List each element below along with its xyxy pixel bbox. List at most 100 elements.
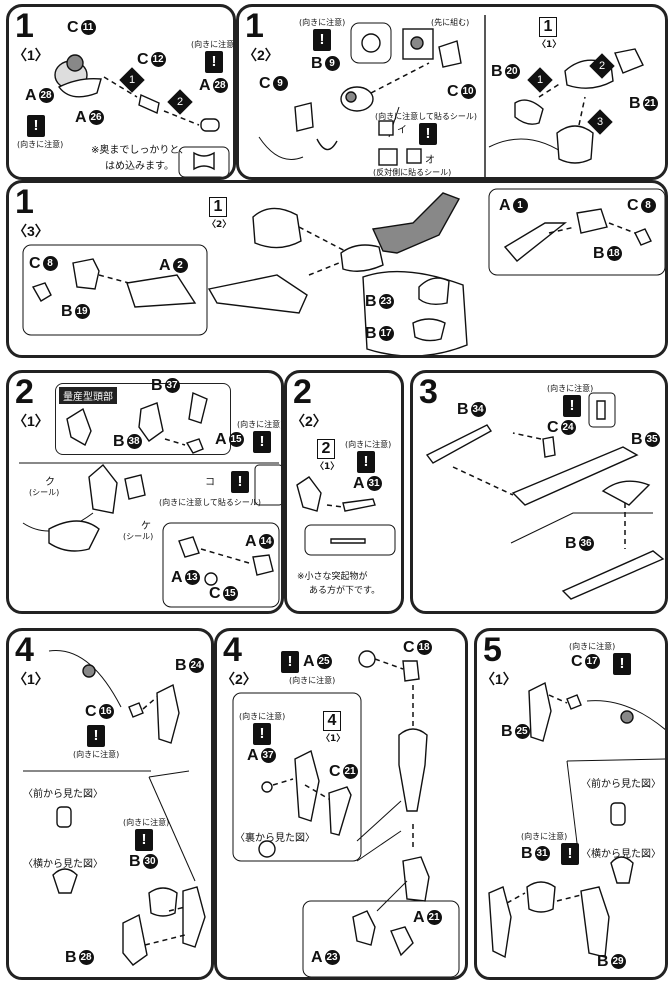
- caution-icon: !: [419, 123, 437, 145]
- step-number: 3: [419, 373, 438, 411]
- step-substep: 〈1〉: [13, 47, 49, 63]
- side-view-label: 〈横から見た図〉: [581, 849, 661, 860]
- step-number: 4: [223, 631, 242, 669]
- caution-icon: !: [205, 51, 223, 73]
- assembly-drawing: [488, 681, 665, 959]
- press-note: はめ込みます。: [105, 161, 174, 172]
- ref-substep: 〈2〉: [207, 220, 232, 230]
- caution-icon: !: [613, 653, 631, 675]
- ref-substep: 〈1〉: [315, 462, 340, 472]
- step-number: 1: [245, 7, 264, 45]
- caution-icon: !: [87, 725, 105, 747]
- caution-note: (向きに注意): [17, 140, 64, 149]
- caution-icon: !: [135, 829, 153, 851]
- caution-icon: !: [253, 723, 271, 745]
- caution-note: (向きに注意): [73, 750, 120, 759]
- caution-note: (向きに注意): [299, 18, 346, 27]
- step-substep: 〈2〉: [291, 413, 327, 429]
- assembly-drawing: [54, 54, 230, 177]
- ref-step: 1: [539, 17, 557, 37]
- caution-icon: !: [27, 115, 45, 137]
- step-number: 2: [293, 373, 312, 411]
- sticker-o: オ: [425, 155, 435, 166]
- caution-icon: !: [563, 395, 581, 417]
- step-substep: 〈1〉: [13, 413, 49, 429]
- press-note: ※奥までしっかりと、: [91, 145, 189, 156]
- assembly-drawing: [23, 649, 206, 966]
- step-substep: 〈3〉: [13, 223, 49, 239]
- caution-note: (向きに注意): [123, 818, 170, 827]
- ref-step: 1: [209, 197, 227, 217]
- caution-icon: !: [281, 651, 299, 673]
- sticker-note: (シール): [29, 488, 60, 497]
- ref-substep: 〈1〉: [537, 40, 562, 50]
- caution-icon: !: [561, 843, 579, 865]
- reverse-sticker-note: (反対側に貼るシール): [373, 168, 452, 177]
- caution-icon: !: [357, 451, 375, 473]
- assembly-drawing: [22, 188, 665, 355]
- step-substep: 〈2〉: [243, 47, 279, 63]
- sticker-ke: ケ: [141, 521, 151, 532]
- bump-note: ※小さな突起物が: [297, 572, 368, 582]
- caution-note: (向きに注意): [521, 832, 568, 841]
- step-number: 5: [483, 631, 502, 669]
- caution-sticker-note: (向きに注意して貼るシール): [375, 112, 478, 121]
- caution-note: (向きに注意): [289, 676, 336, 685]
- caution-icon: !: [231, 471, 249, 493]
- front-view-label: 〈前から見た図〉: [581, 779, 661, 790]
- step-number: 1: [15, 7, 34, 45]
- sticker-ko: コ: [205, 477, 215, 488]
- step-substep: 〈1〉: [13, 671, 49, 687]
- sticker-i: イ: [397, 125, 407, 136]
- caution-sticker-note: (向きに注意して貼るシール): [159, 498, 262, 507]
- assemble-first-note: (先に組む): [431, 18, 470, 27]
- caution-note: (向きに注意): [191, 40, 236, 49]
- assembly-drawing: [19, 392, 281, 608]
- caution-note: (向きに注意): [569, 642, 616, 651]
- bump-note: ある方が下です。: [309, 586, 381, 596]
- caution-note: (向きに注意): [237, 420, 284, 429]
